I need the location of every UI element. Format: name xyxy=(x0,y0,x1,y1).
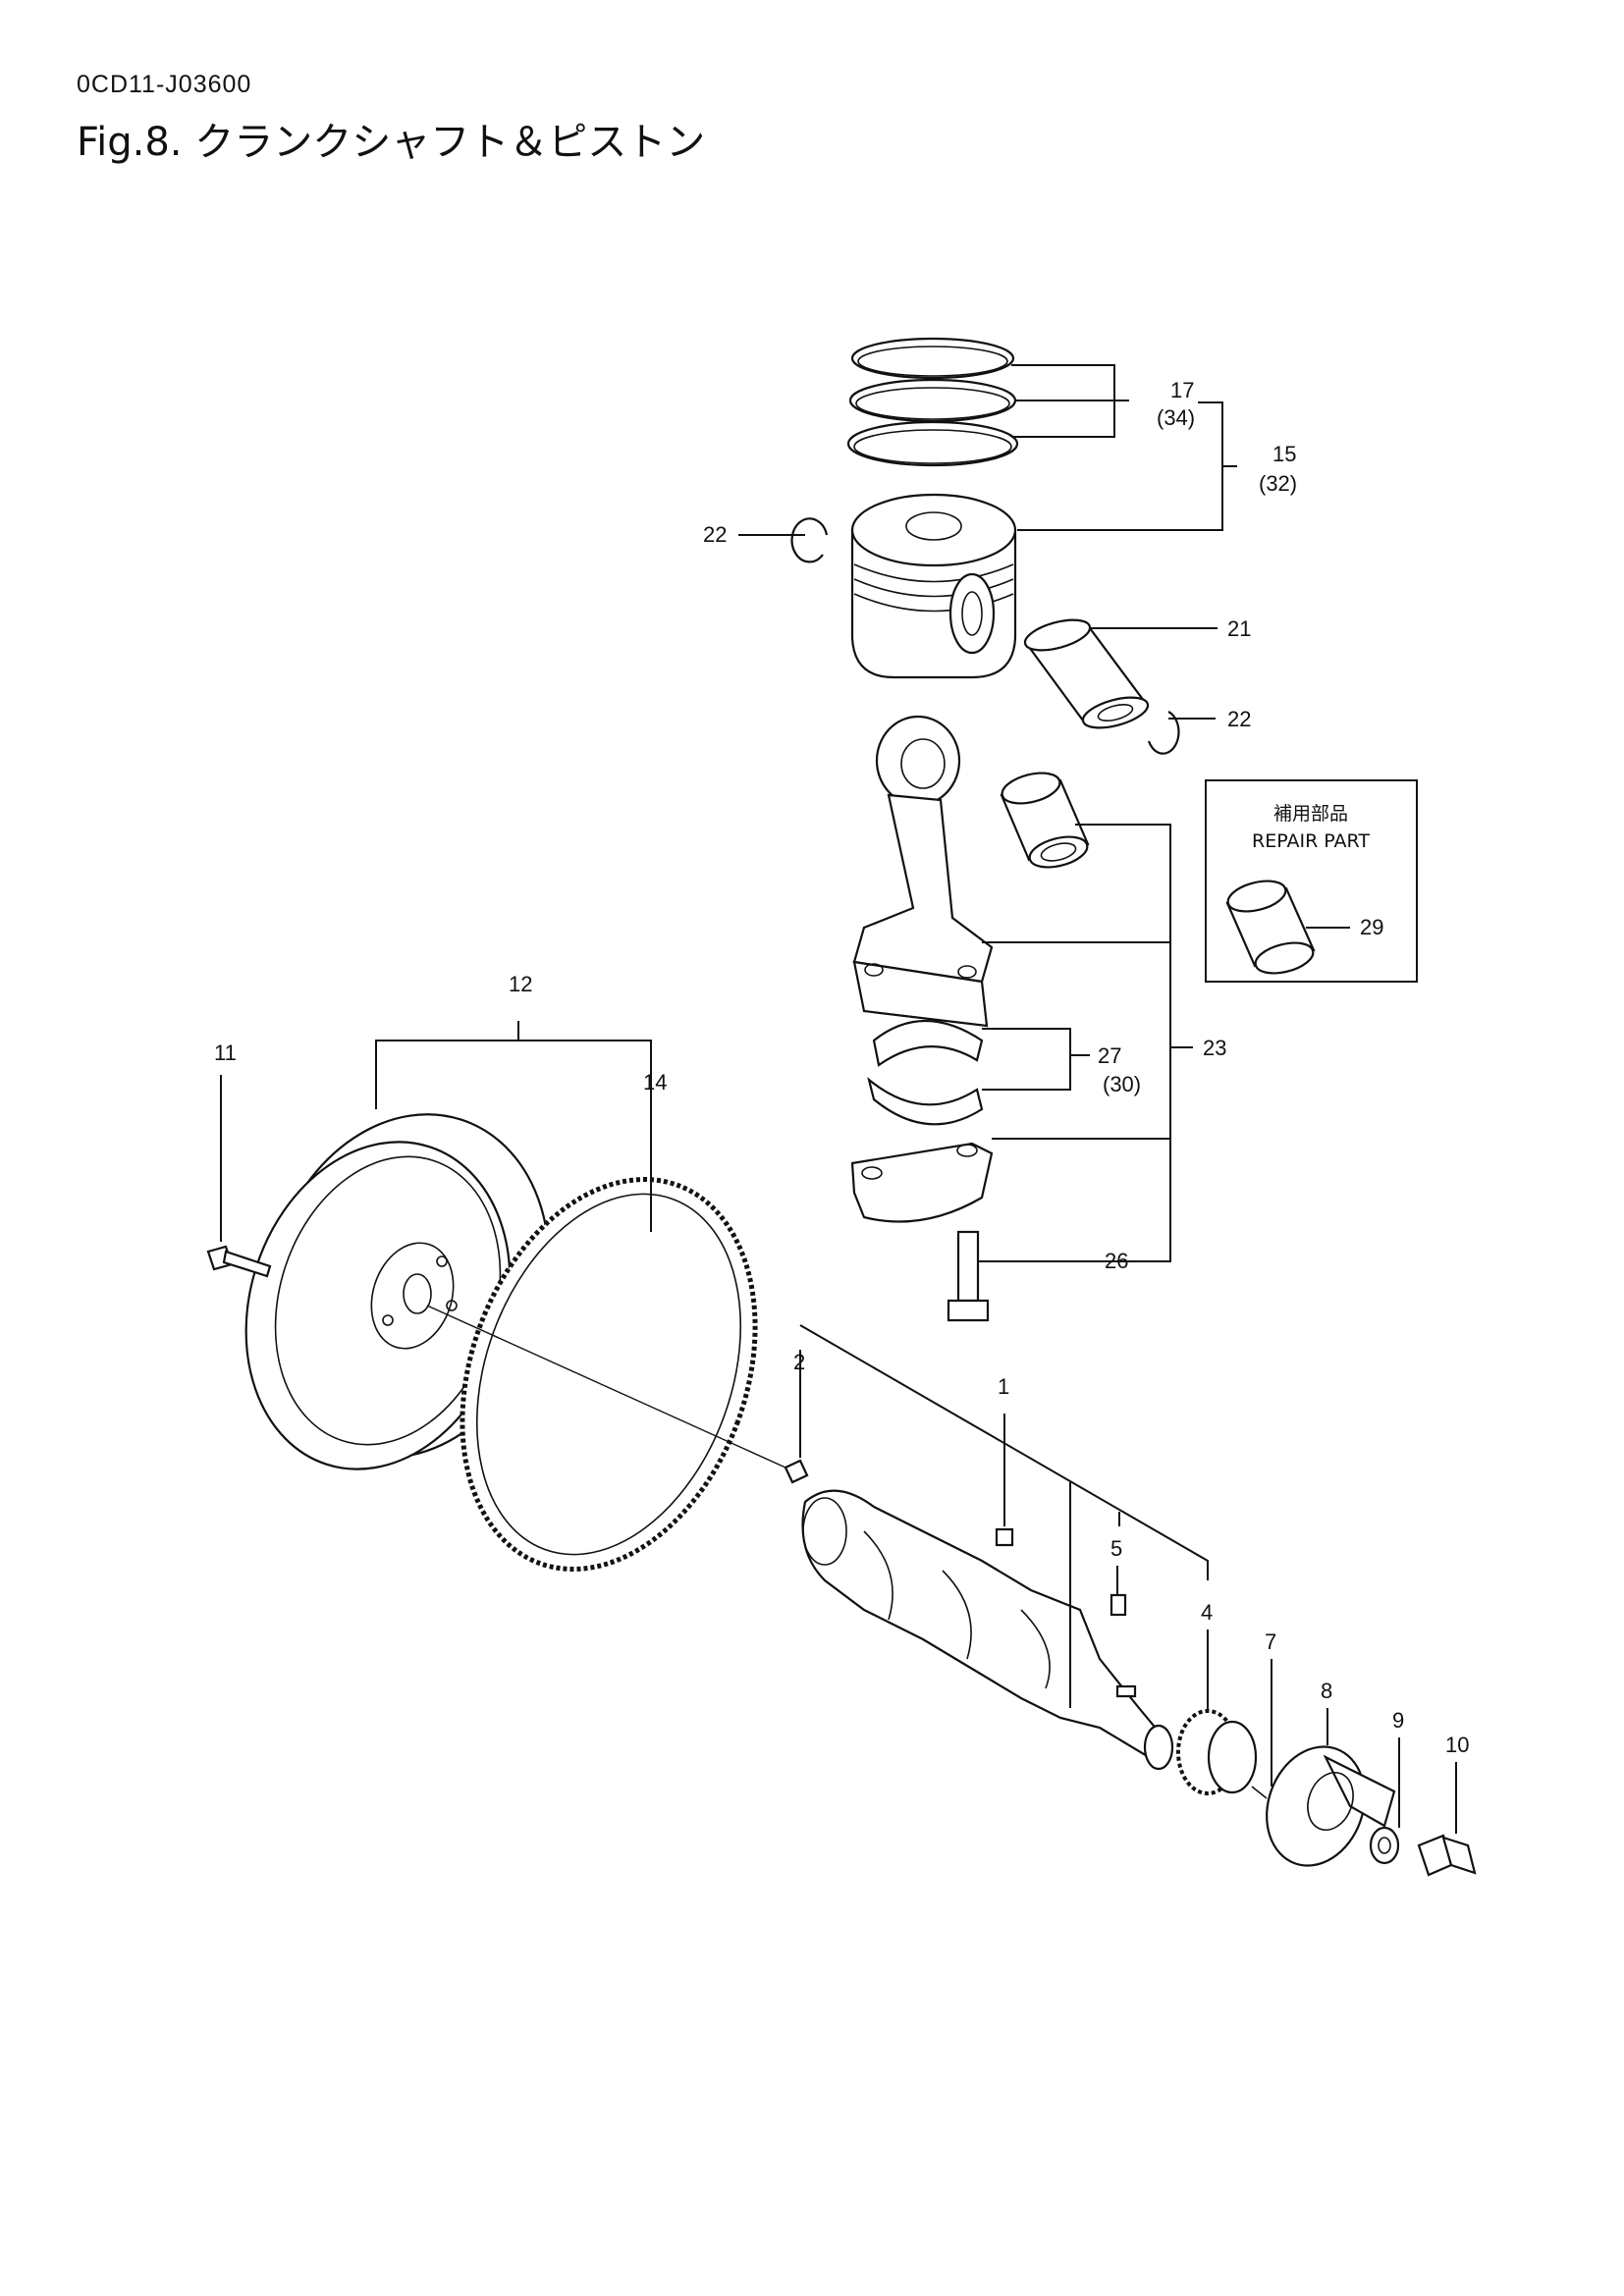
crankshaft xyxy=(801,1489,1174,1771)
callout-14: 14 xyxy=(643,1070,667,1095)
connecting-rod xyxy=(852,715,994,1028)
callout-9: 9 xyxy=(1392,1708,1404,1733)
repair-bushing xyxy=(1225,880,1316,975)
rod-bolt xyxy=(947,1230,990,1322)
ring-gear xyxy=(460,1177,758,1572)
pulley-bolt xyxy=(1417,1834,1477,1877)
piston-rings xyxy=(846,337,1019,467)
callout-27: 27 xyxy=(1098,1043,1121,1068)
crank-pulley xyxy=(1266,1745,1396,1867)
pin-7 xyxy=(1251,1786,1268,1799)
callout-17-sub: (34) xyxy=(1157,405,1195,430)
callout-23: 23 xyxy=(1203,1036,1226,1060)
callout-21: 21 xyxy=(1227,616,1251,641)
callout-29: 29 xyxy=(1360,915,1383,939)
callout-15: 15 xyxy=(1272,442,1296,466)
callout-26: 26 xyxy=(1105,1249,1128,1273)
flywheel-bolt xyxy=(206,1245,272,1278)
repair-title-jp: 補用部品 xyxy=(1273,803,1348,825)
piston-pin xyxy=(1023,618,1150,729)
callout-11: 11 xyxy=(214,1041,237,1065)
snap-ring-left xyxy=(790,517,829,563)
callout-22-left: 22 xyxy=(703,522,727,547)
callout-17: 17 xyxy=(1170,378,1194,402)
callout-2: 2 xyxy=(793,1350,805,1374)
piston xyxy=(850,493,1017,679)
leader-lines xyxy=(220,364,1457,1834)
repair-part-box: 補用部品 REPAIR PART xyxy=(1205,779,1418,983)
repair-title-en: REPAIR PART xyxy=(1252,830,1370,852)
rod-cap xyxy=(850,1142,994,1223)
callout-7: 7 xyxy=(1265,1629,1276,1654)
small-end-bushing xyxy=(1000,772,1090,869)
callout-27-sub: (30) xyxy=(1103,1072,1141,1096)
callout-1: 1 xyxy=(998,1374,1009,1399)
callout-8: 8 xyxy=(1321,1679,1332,1703)
figure-title: Fig.8. クランクシャフト＆ピストン xyxy=(77,120,706,165)
callout-4: 4 xyxy=(1201,1600,1213,1625)
dowel-pin xyxy=(784,1459,809,1484)
key xyxy=(1110,1593,1127,1617)
callout-12: 12 xyxy=(509,972,532,996)
callout-22-right: 22 xyxy=(1227,707,1251,731)
callout-15-sub: (32) xyxy=(1259,471,1297,496)
washer xyxy=(1369,1826,1400,1865)
bearing-shells xyxy=(867,1019,984,1126)
callout-5: 5 xyxy=(1110,1536,1122,1561)
document-code: 0CD11-J03600 xyxy=(77,71,252,98)
callout-10: 10 xyxy=(1445,1733,1469,1757)
plug xyxy=(995,1527,1014,1547)
crank-gear xyxy=(1176,1709,1258,1795)
